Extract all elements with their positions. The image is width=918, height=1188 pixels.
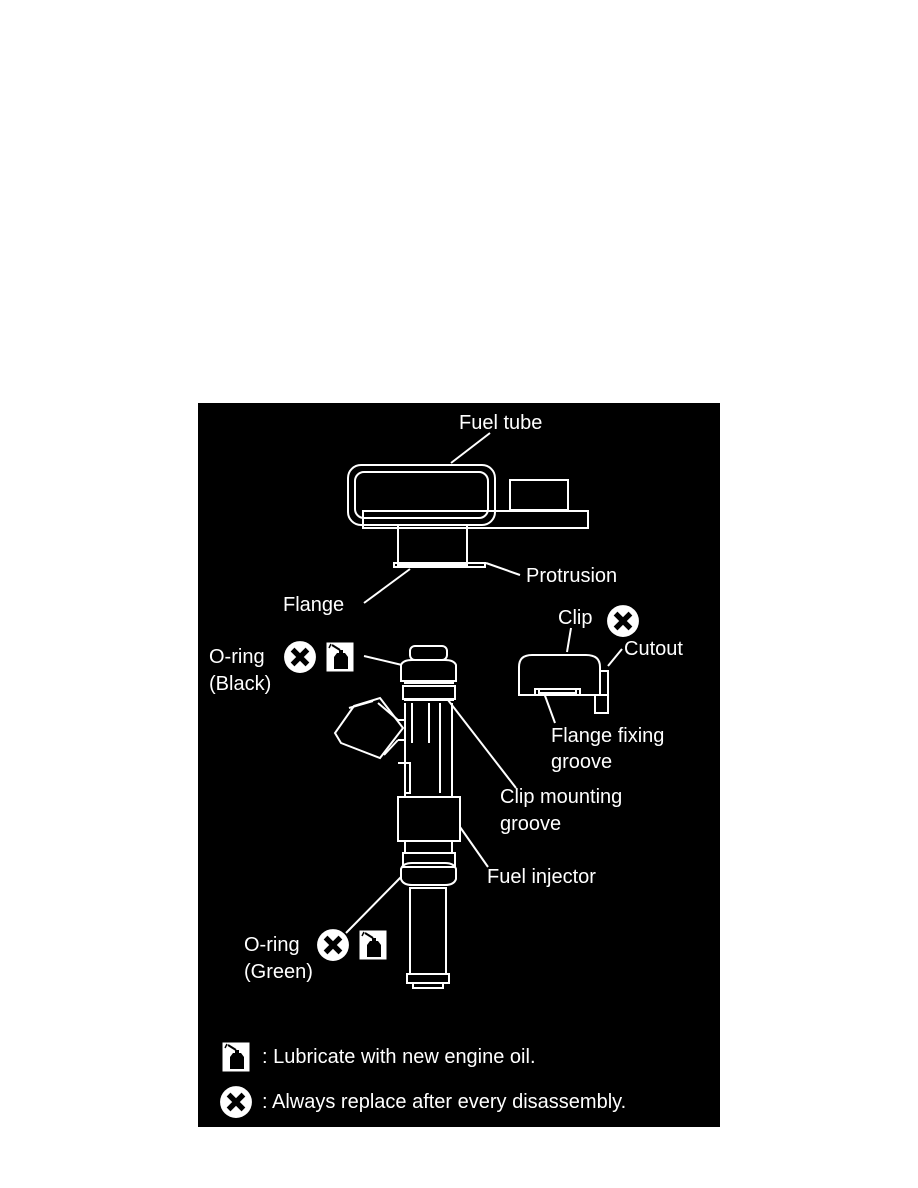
- legend-replace-text: : Always replace after every disassembly…: [262, 1091, 627, 1113]
- oil-can-icon: [222, 1042, 250, 1072]
- label-clip-mounting-groove-line2: groove: [500, 813, 562, 835]
- label-clip: Clip: [558, 607, 593, 629]
- fuel-tube-shape: [347, 464, 589, 568]
- diagram-lines: [333, 432, 623, 989]
- label-flange-fixing-groove-line2: groove: [551, 751, 613, 773]
- leader-protrusion: [485, 562, 521, 576]
- x-circle-icon: [220, 1086, 252, 1118]
- label-clip-mounting-groove-line1: Clip mounting: [500, 786, 623, 808]
- fuel-injector-diagram: [198, 432, 720, 1127]
- label-fuel-injector: Fuel injector: [487, 866, 596, 888]
- leader-oring-top: [363, 655, 403, 666]
- label-fuel-tube: Fuel tube: [459, 412, 543, 434]
- label-flange-fixing-groove-line1: Flange fixing: [551, 725, 665, 747]
- x-circle-icon: [284, 641, 316, 673]
- leader-flange: [363, 568, 411, 604]
- fuel-injector-shape: [333, 645, 461, 989]
- label-flange: Flange: [283, 594, 345, 616]
- label-oring-top: O-ring: [209, 646, 265, 668]
- leader-fuel-injector: [459, 826, 489, 868]
- leader-oring-bottom: [345, 876, 402, 934]
- label-oring-top-color: (Black): [209, 673, 272, 695]
- label-protrusion: Protrusion: [526, 565, 618, 587]
- leader-flange-fixing: [543, 692, 556, 724]
- oil-can-icon: [359, 930, 387, 960]
- legend-lubricate-text: : Lubricate with new engine oil.: [262, 1046, 536, 1068]
- leader-clip: [566, 627, 572, 653]
- leader-cutout: [607, 648, 623, 667]
- label-cutout: Cutout: [624, 638, 683, 660]
- x-circle-icon: [317, 929, 349, 961]
- clip-shape: [518, 654, 609, 714]
- label-oring-bottom: O-ring: [244, 934, 300, 956]
- label-oring-bottom-color: (Green): [244, 961, 313, 983]
- leader-clip-mounting: [447, 699, 517, 789]
- diagram-panel: Fuel tube Protrusion Flange Clip Cutout …: [198, 403, 720, 1127]
- leader-fuel-tube: [450, 432, 491, 464]
- oil-can-icon: [326, 642, 354, 672]
- x-circle-icon: [607, 605, 639, 637]
